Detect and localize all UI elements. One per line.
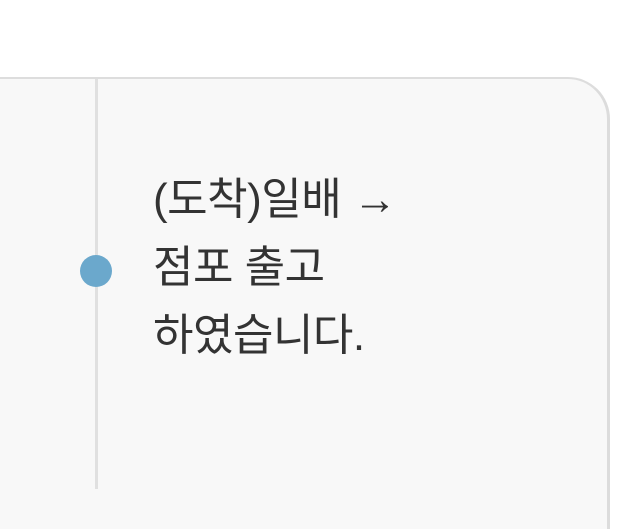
timeline-event-status-text: (도착)일배 → 점포 출고 하였습니다. xyxy=(153,175,397,360)
delivery-tracking-card xyxy=(0,77,610,529)
timeline-dot-icon xyxy=(80,255,112,287)
screen-root: (도착)일배 → 점포 출고 하였습니다. xyxy=(0,77,610,529)
